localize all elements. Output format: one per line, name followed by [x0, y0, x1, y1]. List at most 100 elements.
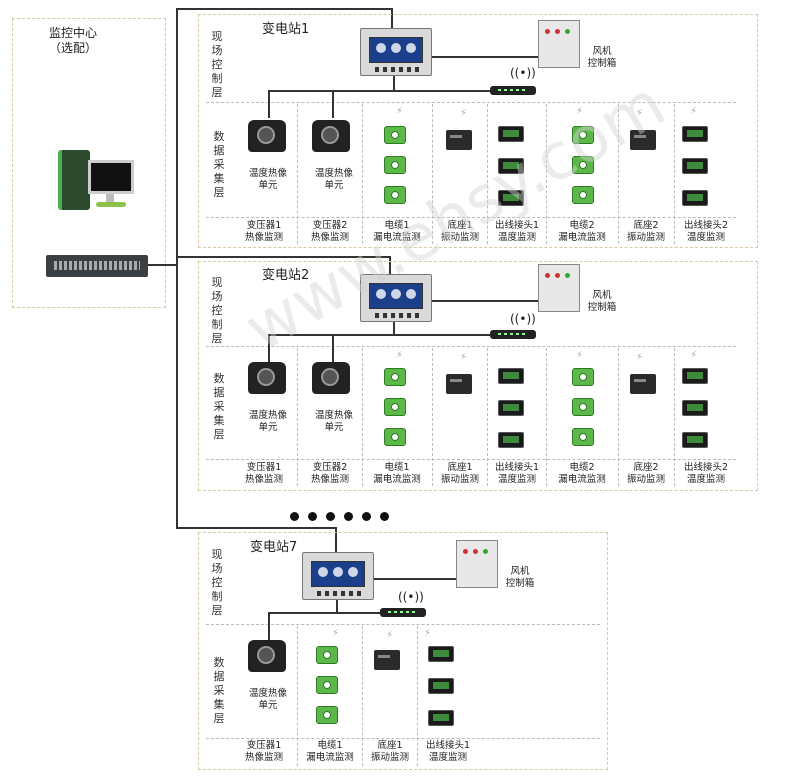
station7-router	[380, 608, 426, 617]
trunk-to-station7	[176, 527, 336, 529]
column-separator	[546, 104, 547, 244]
wireless-signal-icon: ⚡	[690, 106, 698, 117]
connector	[332, 334, 334, 362]
ellipsis-dot	[308, 512, 317, 521]
temp-sensor-icon	[428, 646, 454, 662]
station1-title: 变电站1	[262, 22, 310, 37]
station1-thermal-unit-1: 温度热像单元	[248, 168, 287, 191]
station7-camera-1	[248, 640, 286, 672]
separator	[206, 624, 600, 625]
network-switch-icon	[46, 255, 148, 277]
connector	[332, 90, 334, 118]
station1-thermal-unit-2: 温度热像单元	[314, 168, 353, 191]
connector	[336, 600, 338, 614]
station1-controller	[360, 28, 432, 76]
wireless-signal-icon: ⚡	[460, 108, 468, 119]
station2-fan-label: 风机控制箱	[587, 290, 617, 313]
column-separator	[432, 104, 433, 244]
connector	[374, 578, 456, 580]
station2-drop	[389, 256, 391, 276]
ct-sensor-icon	[316, 676, 338, 694]
station2-controller	[360, 274, 432, 322]
station7-data-layer-label: 数据采集层	[213, 656, 225, 725]
station2-fan-cabinet	[538, 264, 580, 312]
temp-sensor-icon	[498, 158, 524, 174]
station1-fan-cabinet	[538, 20, 580, 68]
station7-fan-label: 风机控制箱	[505, 566, 535, 589]
temp-sensor-icon	[498, 368, 524, 384]
station7-controller	[302, 552, 374, 600]
ct-sensor-icon	[384, 368, 406, 386]
station1-camera-1	[248, 120, 286, 152]
temp-sensor-icon	[682, 126, 708, 142]
column-separator	[297, 348, 298, 486]
trunk-line-left	[176, 8, 178, 528]
connector	[268, 334, 490, 336]
column-separator	[546, 348, 547, 486]
station2-camera-1	[248, 362, 286, 394]
station2-thermal-unit-2: 温度热像单元	[314, 410, 353, 433]
connector	[268, 612, 380, 614]
connector	[393, 76, 395, 90]
ct-sensor-icon	[384, 428, 406, 446]
column-separator	[487, 104, 488, 244]
temp-sensor-icon	[682, 368, 708, 384]
separator	[206, 346, 736, 347]
temp-sensor-icon	[498, 126, 524, 142]
monitor-center-title: 监控中心 （选配）	[48, 26, 97, 55]
ellipsis-dot	[344, 512, 353, 521]
temp-sensor-icon	[682, 400, 708, 416]
wifi-icon: ((•))	[398, 590, 424, 604]
ellipsis-dot	[380, 512, 389, 521]
station1-data-layer-label: 数据采集层	[213, 130, 225, 199]
wireless-signal-icon: ⚡	[396, 106, 404, 117]
station7-field-layer-label: 现场控制层	[211, 548, 223, 617]
station7-title: 变电站7	[250, 540, 298, 555]
station2-camera-2	[312, 362, 350, 394]
wireless-signal-icon: ⚡	[424, 628, 432, 639]
wireless-signal-icon: ⚡	[636, 352, 644, 363]
ellipsis-dot	[326, 512, 335, 521]
wireless-signal-icon: ⚡	[576, 350, 584, 361]
connector	[432, 56, 538, 58]
station2-field-layer-label: 现场控制层	[211, 276, 223, 345]
trunk-to-station2	[176, 256, 390, 258]
connector	[432, 300, 538, 302]
wireless-signal-icon: ⚡	[690, 350, 698, 361]
wireless-signal-icon: ⚡	[576, 106, 584, 117]
wireless-signal-icon: ⚡	[460, 352, 468, 363]
ct-sensor-icon	[316, 646, 338, 664]
vibration-sensor-icon	[446, 130, 472, 150]
ct-sensor-icon	[384, 156, 406, 174]
station2-box	[198, 261, 758, 491]
vibration-sensor-icon	[446, 374, 472, 394]
temp-sensor-icon	[682, 432, 708, 448]
station7-drop	[335, 527, 337, 553]
connector	[268, 334, 270, 362]
separator	[206, 217, 736, 218]
ellipsis-dot	[362, 512, 371, 521]
station2-title: 变电站2	[262, 268, 310, 283]
ct-sensor-icon	[384, 398, 406, 416]
temp-sensor-icon	[428, 710, 454, 726]
temp-sensor-icon	[428, 678, 454, 694]
station7-thermal-unit-1: 温度热像单元	[248, 688, 287, 711]
column-separator	[362, 104, 363, 244]
ellipsis-dot	[290, 512, 299, 521]
column-separator	[297, 104, 298, 244]
